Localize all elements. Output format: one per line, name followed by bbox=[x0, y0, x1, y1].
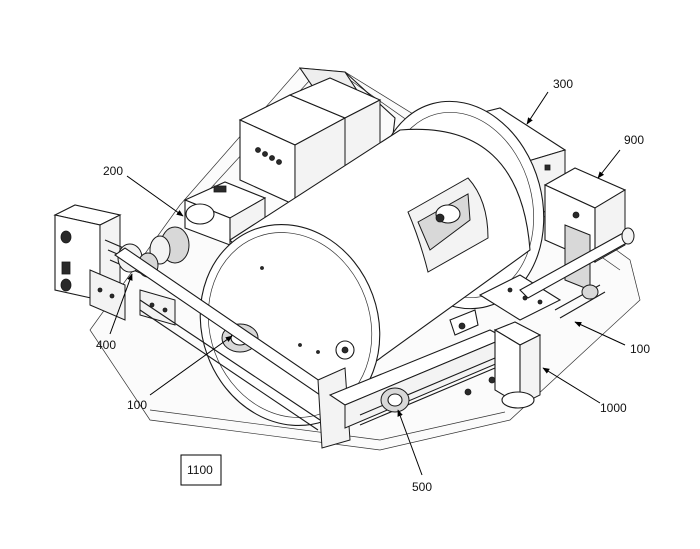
actuator-500 bbox=[328, 329, 507, 429]
label-300: 300 bbox=[553, 77, 573, 91]
column-1000 bbox=[493, 321, 542, 409]
label-500: 500 bbox=[412, 480, 432, 494]
reference-labels: 300 900 200 400 100 100 1000 500 bbox=[96, 77, 650, 494]
right-bracket bbox=[449, 227, 635, 336]
label-100-right: 100 bbox=[630, 342, 650, 356]
motor-unit-200 bbox=[149, 181, 267, 265]
label-200: 200 bbox=[103, 164, 123, 178]
leader-lines bbox=[109, 91, 626, 476]
label-1000: 1000 bbox=[600, 401, 627, 415]
figure-box-1100: 1100 bbox=[180, 454, 222, 486]
label-1100: 1100 bbox=[187, 463, 213, 477]
label-900: 900 bbox=[624, 133, 644, 147]
battery-boxes bbox=[238, 77, 382, 206]
label-100-left: 100 bbox=[127, 398, 147, 412]
left-mount-400 bbox=[53, 204, 176, 326]
label-400: 400 bbox=[96, 338, 116, 352]
front-rail bbox=[114, 247, 355, 449]
